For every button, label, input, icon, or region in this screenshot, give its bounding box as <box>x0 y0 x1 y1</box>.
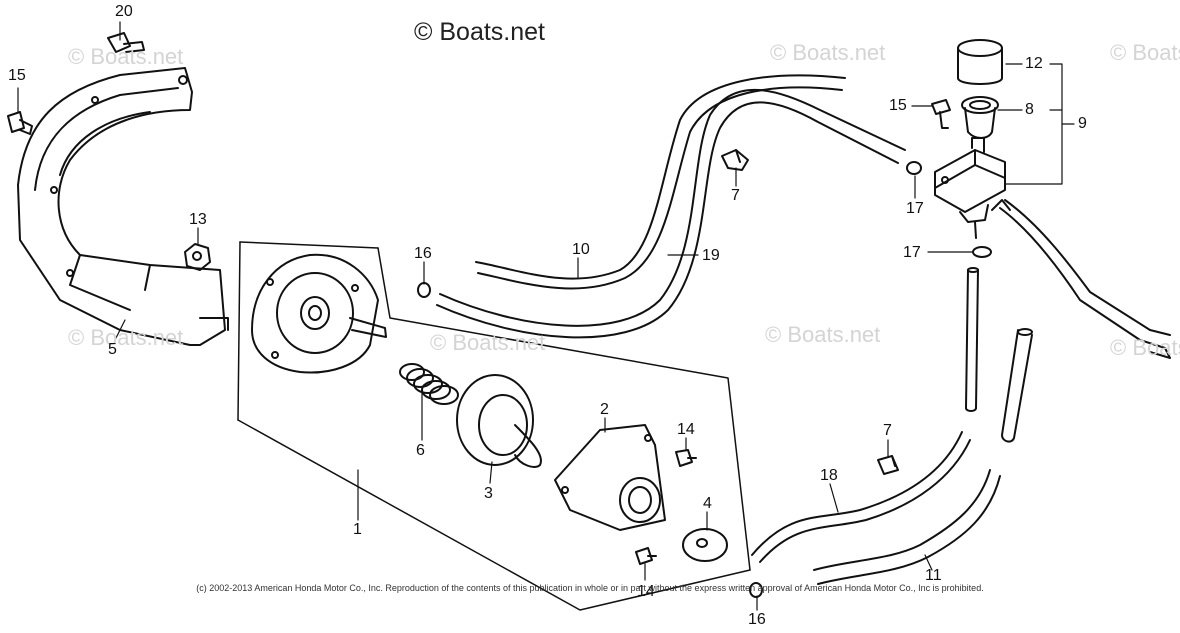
screw-part-14-upper <box>675 449 697 467</box>
screw-part-14-lower <box>635 547 657 565</box>
callout-7: 7 <box>731 187 740 204</box>
callout-10: 10 <box>572 241 590 258</box>
callout-8: 8 <box>1025 101 1034 118</box>
clip-part-7-bottom <box>877 455 899 475</box>
pump-cover <box>251 253 387 374</box>
bracket-part-5 <box>17 67 229 346</box>
spring-part-6 <box>399 363 459 405</box>
callout-16: 16 <box>414 245 432 262</box>
callout-17: 17 <box>906 200 924 217</box>
callout-19: 19 <box>702 247 720 264</box>
watermark-main: © Boats.net <box>414 18 545 46</box>
bolt-part-15-right <box>931 99 951 129</box>
bolt-part-20 <box>107 32 145 53</box>
watermark-faint: © Boats.net <box>765 322 881 347</box>
housing-part-2 <box>554 424 666 531</box>
watermark-faint: © Boats.net <box>770 40 886 65</box>
strainer-assembly <box>934 39 1006 239</box>
callout-7: 7 <box>883 422 892 439</box>
clip-part-16-lower <box>749 582 763 598</box>
copyright-notice: (c) 2002-2013 American Honda Motor Co., … <box>196 583 984 593</box>
leader-lines <box>17 21 1075 611</box>
callout-16: 16 <box>748 611 766 628</box>
diaphragm-part-3 <box>456 374 542 468</box>
hose-part-18 <box>751 431 971 563</box>
clip-part-7-top <box>721 149 749 171</box>
callout-11: 11 <box>925 567 942 584</box>
clamp-part-17-lower <box>972 246 992 258</box>
watermark-faint: © Boats.net <box>1110 40 1180 65</box>
callout-13: 13 <box>189 211 207 228</box>
callout-6: 6 <box>416 442 425 459</box>
cap-part-4 <box>682 528 728 562</box>
callout-12: 12 <box>1025 55 1043 72</box>
callout-2: 2 <box>600 401 609 418</box>
nut-part-13 <box>184 243 211 271</box>
callout-15: 15 <box>889 97 907 114</box>
callout-4: 4 <box>703 495 712 512</box>
short-hose-vertical <box>965 267 979 412</box>
watermark-faint: © Boats.net <box>430 330 546 355</box>
hose-part-11 <box>813 469 1001 585</box>
callout-5: 5 <box>108 341 117 358</box>
wire-harness <box>991 199 1171 359</box>
callout-17: 17 <box>903 244 921 261</box>
bolt-part-15-left <box>7 111 33 135</box>
watermark-faint: © Boats.net <box>1110 335 1180 360</box>
hose-part-19 <box>436 89 906 339</box>
watermark-faint: © Boats.net <box>68 325 184 350</box>
clamp-part-17-upper <box>906 161 922 175</box>
callout-20: 20 <box>115 3 133 20</box>
callout-3: 3 <box>484 485 493 502</box>
callout-1: 1 <box>353 521 362 538</box>
clip-part-16-upper <box>417 282 431 298</box>
callout-14: 14 <box>677 421 695 438</box>
short-hose-right <box>1001 328 1033 443</box>
callout-15: 15 <box>8 67 26 84</box>
callout-9: 9 <box>1078 115 1087 132</box>
callout-14: 14 <box>637 583 655 600</box>
assembly-outline <box>237 241 751 611</box>
callout-18: 18 <box>820 467 838 484</box>
watermark-faint: © Boats.net <box>68 44 184 69</box>
hose-part-10 <box>475 74 846 290</box>
